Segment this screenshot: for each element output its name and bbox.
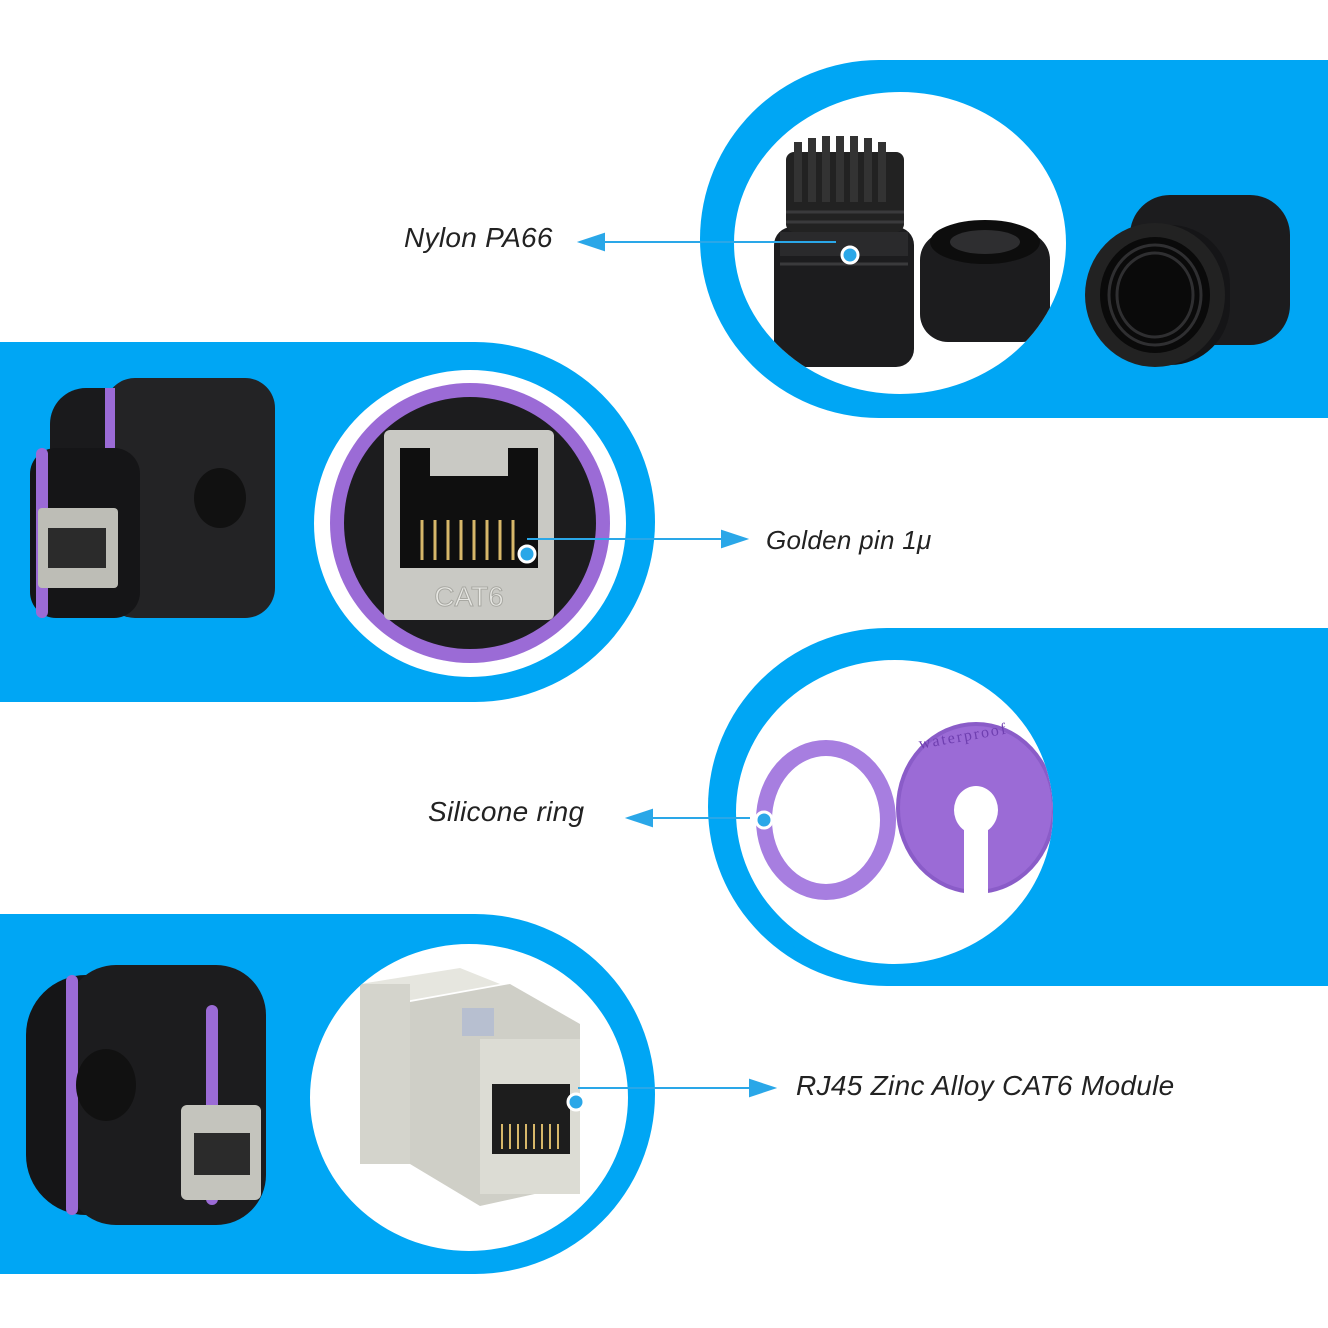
row2-coupler-side [10, 378, 290, 653]
pointer-dot-icon [566, 1092, 586, 1112]
silicone-gasket-icon: waterproof [896, 720, 1053, 900]
gland-body-icon [774, 136, 914, 367]
row4-circle-module [296, 930, 642, 1265]
module-face-text: CAT6 [434, 581, 504, 612]
zinc-module-icon [360, 968, 580, 1206]
pointer-dot-icon [517, 544, 537, 564]
label-golden-pin: Golden pin 1μ [766, 525, 932, 555]
arrow-left-icon [624, 808, 750, 828]
row3-circle-silicone: waterproof [722, 646, 1067, 978]
label-nylon: Nylon PA66 [404, 222, 553, 253]
arrow-left-icon [576, 232, 836, 252]
nylon-gland-parts [774, 136, 1050, 367]
row2-circle-module-face: CAT6 [300, 356, 640, 691]
pointer-dot-icon [754, 810, 774, 830]
gland-nut-icon [920, 220, 1050, 342]
label-module: RJ45 Zinc Alloy CAT6 Module [796, 1070, 1175, 1101]
row1-assembled-housing [1070, 185, 1310, 400]
row4-coupler-side [6, 965, 286, 1250]
arrow-right-icon [578, 1078, 778, 1098]
arrow-right-icon [527, 529, 750, 549]
label-silicone: Silicone ring [428, 796, 585, 827]
